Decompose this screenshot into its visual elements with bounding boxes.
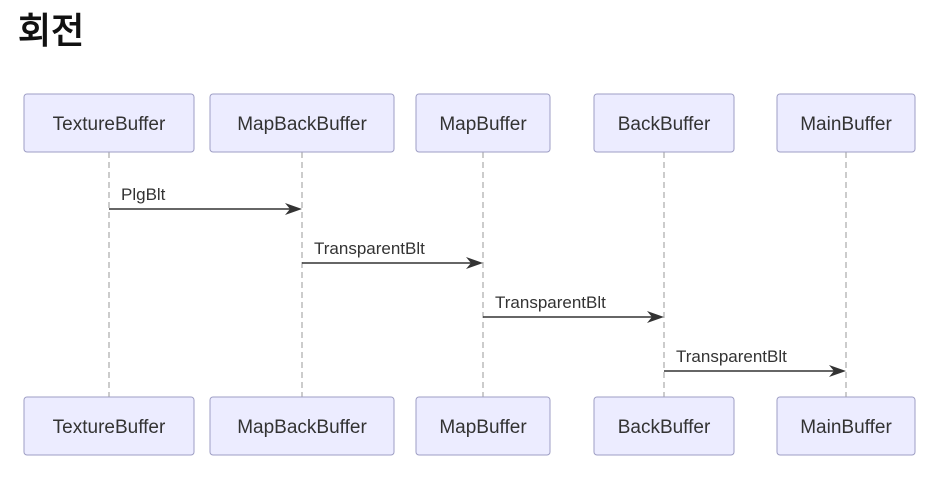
arrowhead-icon: [647, 311, 664, 323]
participant-mapback-bottom: MapBackBuffer: [209, 396, 395, 456]
participant-label: MapBuffer: [439, 417, 527, 438]
participant-label: BackBuffer: [618, 114, 711, 135]
message-label: PlgBlt: [121, 185, 166, 204]
participant-main-bottom: MainBuffer: [776, 396, 916, 456]
participant-main-top: MainBuffer: [776, 93, 916, 153]
message-label: TransparentBlt: [314, 239, 425, 258]
participant-label: TextureBuffer: [53, 114, 166, 135]
participant-box: [23, 396, 195, 456]
participant-map-top: MapBuffer: [415, 93, 551, 153]
arrowhead-icon: [829, 365, 846, 377]
participant-label: MapBackBuffer: [237, 114, 367, 135]
participant-label: TextureBuffer: [53, 417, 166, 438]
arrowhead-icon: [466, 257, 483, 269]
message-1: PlgBlt: [109, 185, 302, 215]
participant-label: BackBuffer: [618, 417, 711, 438]
message-4: TransparentBlt: [664, 347, 846, 377]
participant-map-bottom: MapBuffer: [415, 396, 551, 456]
participant-texture-bottom: TextureBuffer: [23, 396, 195, 456]
participant-box: [23, 93, 195, 153]
participant-back-bottom: BackBuffer: [593, 396, 735, 456]
participant-box: [209, 93, 395, 153]
page-title: 회전: [18, 11, 85, 52]
participant-box: [209, 396, 395, 456]
arrowhead-icon: [285, 203, 302, 215]
message-2: TransparentBlt: [302, 239, 483, 269]
participant-box: [593, 93, 735, 153]
participant-box: [415, 93, 551, 153]
participant-texture-top: TextureBuffer: [23, 93, 195, 153]
participant-label: MapBackBuffer: [237, 417, 367, 438]
participant-label: MainBuffer: [800, 417, 892, 438]
participant-box: [776, 93, 916, 153]
message-3: TransparentBlt: [483, 293, 664, 323]
participant-label: MainBuffer: [800, 114, 892, 135]
participant-box: [415, 396, 551, 456]
participant-mapback-top: MapBackBuffer: [209, 93, 395, 153]
message-label: TransparentBlt: [676, 347, 787, 366]
message-label: TransparentBlt: [495, 293, 606, 312]
participant-box: [776, 396, 916, 456]
participant-label: MapBuffer: [439, 114, 527, 135]
participant-box: [593, 396, 735, 456]
participant-back-top: BackBuffer: [593, 93, 735, 153]
